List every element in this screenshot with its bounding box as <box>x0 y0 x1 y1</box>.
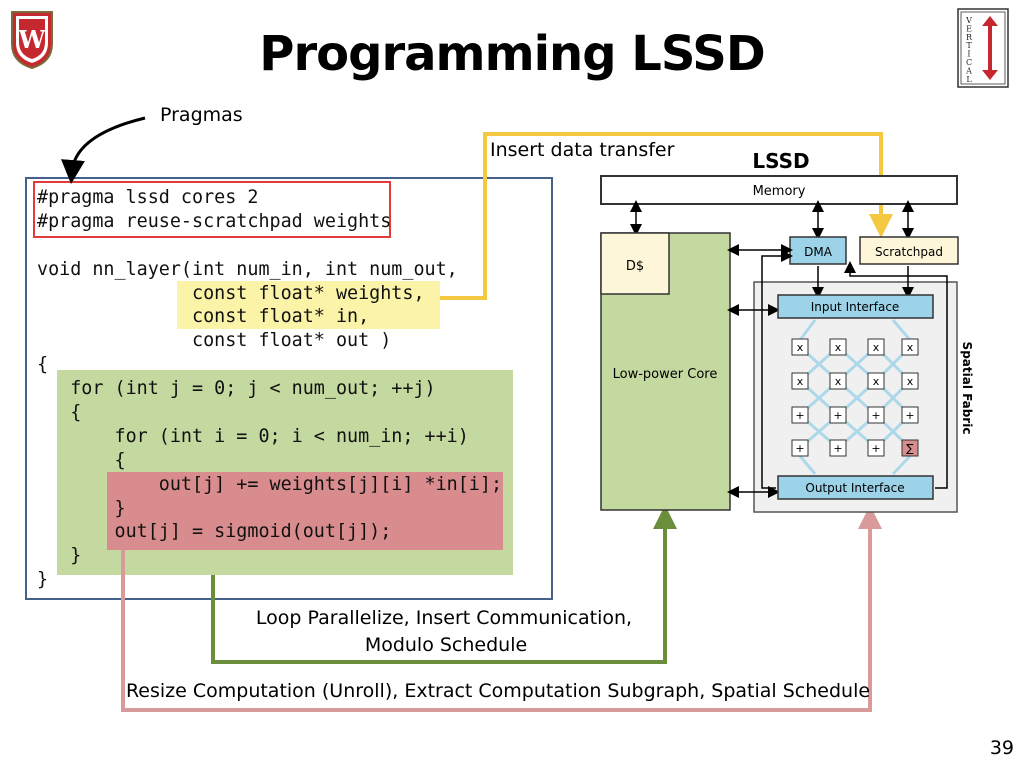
logo-letter: A <box>965 66 972 75</box>
code-line: const float* in, <box>37 306 370 328</box>
page-number: 39 <box>989 737 1014 759</box>
code-line: } <box>37 545 82 567</box>
fabric-cell <box>791 406 809 424</box>
code-line: } <box>37 497 126 519</box>
fabric-cell-symbol: + <box>833 442 842 455</box>
fabric-cell-symbol: + <box>833 409 842 422</box>
dcache-block <box>600 232 670 295</box>
fabric-cell <box>791 338 809 356</box>
fabric-cell <box>829 406 847 424</box>
logo-letter: R <box>966 33 973 42</box>
loop-parallelize-arrow <box>211 505 677 664</box>
fabric-cell-symbol: x <box>835 375 842 388</box>
dma-block <box>789 236 847 265</box>
insert-data-transfer-label: Insert data transfer <box>490 139 675 161</box>
insert-transfer-arrow <box>440 132 893 300</box>
core-label: Low-power Core <box>613 367 718 382</box>
loop-parallelize-label-line1: Loop Parallelize, Insert Communication, <box>256 607 632 629</box>
fabric-cell <box>829 372 847 390</box>
pragmas-arrow <box>61 116 146 184</box>
fabric-cell <box>901 439 919 457</box>
code-box <box>25 177 553 600</box>
code-line: const float* out ) <box>37 330 392 352</box>
code-line: } <box>37 569 49 591</box>
fabric-cell <box>867 372 885 390</box>
fabric-cell-symbol: + <box>905 409 914 422</box>
pragmas-label: Pragmas <box>160 104 243 126</box>
fabric-cell <box>901 372 919 390</box>
fabric-cell <box>867 406 885 424</box>
fabric-cell-symbol: x <box>873 341 880 354</box>
fabric-cell <box>901 406 919 424</box>
code-line: { <box>37 354 49 376</box>
input-interface-label: Input Interface <box>811 300 900 314</box>
loop-parallelize-label-line2: Modulo Schedule <box>365 634 527 656</box>
dma-label: DMA <box>804 245 833 259</box>
fabric-link <box>798 455 817 475</box>
memory-block <box>600 175 958 205</box>
code-line: for (int i = 0; i < num_in; ++i) <box>37 425 469 447</box>
logo-letter: I <box>967 50 970 59</box>
fabric-cell-symbol: x <box>835 341 842 354</box>
slide-title: Programming LSSD <box>259 26 765 82</box>
fabric-cell-symbol: x <box>873 375 880 388</box>
svg-text:W: W <box>18 25 47 54</box>
pragma-box <box>33 181 391 238</box>
scratchpad-label: Scratchpad <box>875 245 943 259</box>
output-interface-label: Output Interface <box>805 481 904 495</box>
code-line: #pragma lssd cores 2 <box>37 187 259 208</box>
scratchpad-block <box>859 236 959 265</box>
computation-highlight <box>107 472 503 550</box>
fabric-cell-symbol: + <box>871 442 880 455</box>
input-interface <box>777 294 934 319</box>
fabric-cell-symbol: x <box>797 341 804 354</box>
fabric-cell <box>829 338 847 356</box>
memory-label: Memory <box>753 184 806 199</box>
code-line: #pragma reuse-scratchpad weights <box>37 210 392 232</box>
code-line: { <box>37 402 82 424</box>
spatial-fabric-label: Spatial Fabric <box>960 342 974 435</box>
fabric-cell <box>791 439 809 457</box>
logo-letter: V <box>965 16 972 25</box>
fabric-link <box>891 319 912 341</box>
fabric-cell-symbol: x <box>907 341 914 354</box>
fabric-cell <box>867 439 885 457</box>
fabric-cell <box>791 372 809 390</box>
fabric-cell-symbol: x <box>797 375 804 388</box>
code-line: const float* weights, <box>37 282 425 304</box>
resize-computation-label: Resize Computation (Unroll), Extract Com… <box>126 680 870 702</box>
code-line: out[j] = sigmoid(out[j]); <box>37 521 392 543</box>
fabric-link <box>798 319 817 341</box>
fabric-cell-symbol: + <box>871 409 880 422</box>
fabric-cell-symbol: + <box>795 409 804 422</box>
logo-letter: E <box>966 24 972 33</box>
fabric-link <box>891 454 912 476</box>
code-line: for (int j = 0; j < num_out; ++j) <box>37 378 436 400</box>
logo-letter: L <box>966 75 972 84</box>
code-block: #pragma lssd cores 2#pragma reuse-scratc… <box>37 186 502 592</box>
logo-letter: T <box>966 41 972 50</box>
weights-highlight <box>177 281 440 329</box>
lssd-title: LSSD <box>752 149 809 173</box>
fabric-cell <box>829 439 847 457</box>
dcache-label: D$ <box>626 259 644 274</box>
fabric-cell <box>867 338 885 356</box>
logo-letter: C <box>966 58 972 67</box>
fabric-cell-symbol: + <box>795 442 804 455</box>
output-interface <box>777 475 934 500</box>
fabric-cell <box>901 338 919 356</box>
fabric-cell-symbol: x <box>907 375 914 388</box>
resize-computation-arrow <box>121 505 882 712</box>
university-crest-logo: W <box>11 11 53 70</box>
code-line: { <box>37 449 126 471</box>
code-line: out[j] += weights[j][i] *in[i]; <box>37 473 503 495</box>
fabric-cell-symbol: ∑ <box>906 442 914 455</box>
code-line: void nn_layer(int num_in, int num_out, <box>37 258 458 280</box>
